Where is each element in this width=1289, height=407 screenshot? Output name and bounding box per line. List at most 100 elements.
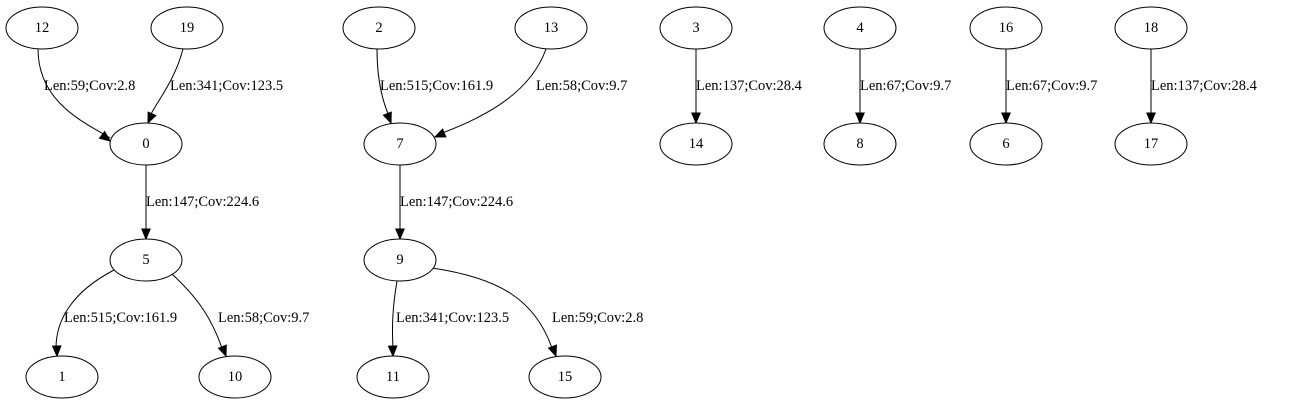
edge-3-to-14: Len:137;Cov:28.4 xyxy=(691,49,803,125)
node-label: 6 xyxy=(1002,136,1009,152)
edge-0-to-5: Len:147;Cov:224.6 xyxy=(141,165,259,241)
node-ellipse xyxy=(1114,6,1188,50)
arrowhead-icon xyxy=(395,228,405,241)
node-ellipse xyxy=(659,6,733,50)
arrowhead-icon xyxy=(51,345,62,358)
node-ellipse xyxy=(25,355,99,399)
node-ellipse xyxy=(823,122,897,166)
edge-label: Len:137;Cov:28.4 xyxy=(696,78,803,94)
node-0: 0 xyxy=(109,122,183,166)
node-ellipse xyxy=(363,238,437,282)
node-ellipse xyxy=(969,122,1043,166)
node-label: 19 xyxy=(180,20,195,36)
edge-line xyxy=(376,48,390,117)
node-9: 9 xyxy=(363,238,437,282)
node-label: 3 xyxy=(692,20,699,36)
edge-19-to-0: Len:341;Cov:123.5 xyxy=(147,48,283,125)
edge-5-to-1: Len:515;Cov:161.9 xyxy=(51,269,177,358)
node-label: 4 xyxy=(856,20,864,36)
edge-label: Len:58;Cov:9.7 xyxy=(536,78,627,94)
node-5: 5 xyxy=(109,238,183,282)
node-label: 14 xyxy=(689,136,704,152)
node-label: 11 xyxy=(386,369,400,385)
arrowhead-icon xyxy=(387,345,398,358)
edge-12-to-0: Len:59;Cov:2.8 xyxy=(37,48,135,142)
node-label: 1 xyxy=(58,369,65,385)
node-ellipse xyxy=(198,355,272,399)
node-label: 9 xyxy=(396,252,403,268)
edge-label: Len:147;Cov:224.6 xyxy=(146,194,259,210)
node-label: 12 xyxy=(35,20,50,36)
arrowhead-icon xyxy=(547,344,557,358)
edge-5-to-10: Len:58;Cov:9.7 xyxy=(171,273,309,358)
node-12: 12 xyxy=(5,6,79,50)
edge-line xyxy=(55,269,115,349)
arrowhead-icon xyxy=(382,111,392,125)
node-ellipse xyxy=(150,6,224,50)
node-label: 13 xyxy=(544,20,559,36)
edge-9-to-11: Len:341;Cov:123.5 xyxy=(387,280,509,358)
edge-13-to-7: Len:58;Cov:9.7 xyxy=(433,48,627,138)
node-2: 2 xyxy=(342,6,416,50)
edge-line xyxy=(431,267,553,349)
edge-line xyxy=(37,48,111,139)
arrowhead-icon xyxy=(433,128,447,138)
node-label: 10 xyxy=(228,369,243,385)
node-ellipse xyxy=(5,6,79,50)
edge-line xyxy=(149,48,184,117)
node-label: 0 xyxy=(142,136,149,152)
node-ellipse xyxy=(823,6,897,50)
arrowhead-icon xyxy=(691,112,701,125)
edge-line xyxy=(439,48,547,135)
node-14: 14 xyxy=(659,122,733,166)
edge-label: Len:58;Cov:9.7 xyxy=(218,310,309,326)
edge-label: Len:67;Cov:9.7 xyxy=(1006,78,1097,94)
edge-16-to-6: Len:67;Cov:9.7 xyxy=(1001,49,1097,125)
node-13: 13 xyxy=(514,6,588,50)
edge-label: Len:59;Cov:2.8 xyxy=(552,310,643,326)
edge-9-to-15: Len:59;Cov:2.8 xyxy=(431,267,643,358)
node-1: 1 xyxy=(25,355,99,399)
edge-label: Len:147;Cov:224.6 xyxy=(400,194,513,210)
node-10: 10 xyxy=(198,355,272,399)
edge-4-to-8: Len:67;Cov:9.7 xyxy=(855,49,951,125)
node-3: 3 xyxy=(659,6,733,50)
edge-label: Len:137;Cov:28.4 xyxy=(1151,78,1258,94)
arrowhead-icon xyxy=(147,111,157,125)
arrowhead-icon xyxy=(855,112,865,125)
node-ellipse xyxy=(356,355,430,399)
node-label: 16 xyxy=(999,20,1014,36)
edge-label: Len:515;Cov:161.9 xyxy=(380,78,493,94)
arrowhead-icon xyxy=(1146,112,1156,125)
arrowhead-icon xyxy=(217,344,227,358)
node-ellipse xyxy=(514,6,588,50)
node-8: 8 xyxy=(823,122,897,166)
node-6: 6 xyxy=(969,122,1043,166)
node-ellipse xyxy=(109,238,183,282)
edge-label: Len:341;Cov:123.5 xyxy=(170,78,283,94)
edge-label: Len:59;Cov:2.8 xyxy=(44,78,135,94)
node-19: 19 xyxy=(150,6,224,50)
node-7: 7 xyxy=(363,122,437,166)
node-label: 7 xyxy=(396,136,403,152)
edge-18-to-17: Len:137;Cov:28.4 xyxy=(1146,49,1258,125)
node-ellipse xyxy=(109,122,183,166)
node-11: 11 xyxy=(356,355,430,399)
edge-2-to-7: Len:515;Cov:161.9 xyxy=(376,48,493,125)
node-15: 15 xyxy=(528,355,602,399)
node-label: 17 xyxy=(1144,136,1159,152)
node-label: 8 xyxy=(856,136,863,152)
arrowhead-icon xyxy=(141,228,151,241)
node-4: 4 xyxy=(823,6,897,50)
node-16: 16 xyxy=(969,6,1043,50)
node-17: 17 xyxy=(1114,122,1188,166)
edge-line xyxy=(171,273,223,349)
node-ellipse xyxy=(659,122,733,166)
edge-label: Len:67;Cov:9.7 xyxy=(860,78,951,94)
edge-label: Len:341;Cov:123.5 xyxy=(396,310,509,326)
arrowhead-icon xyxy=(1001,112,1011,125)
node-label: 2 xyxy=(375,20,382,36)
